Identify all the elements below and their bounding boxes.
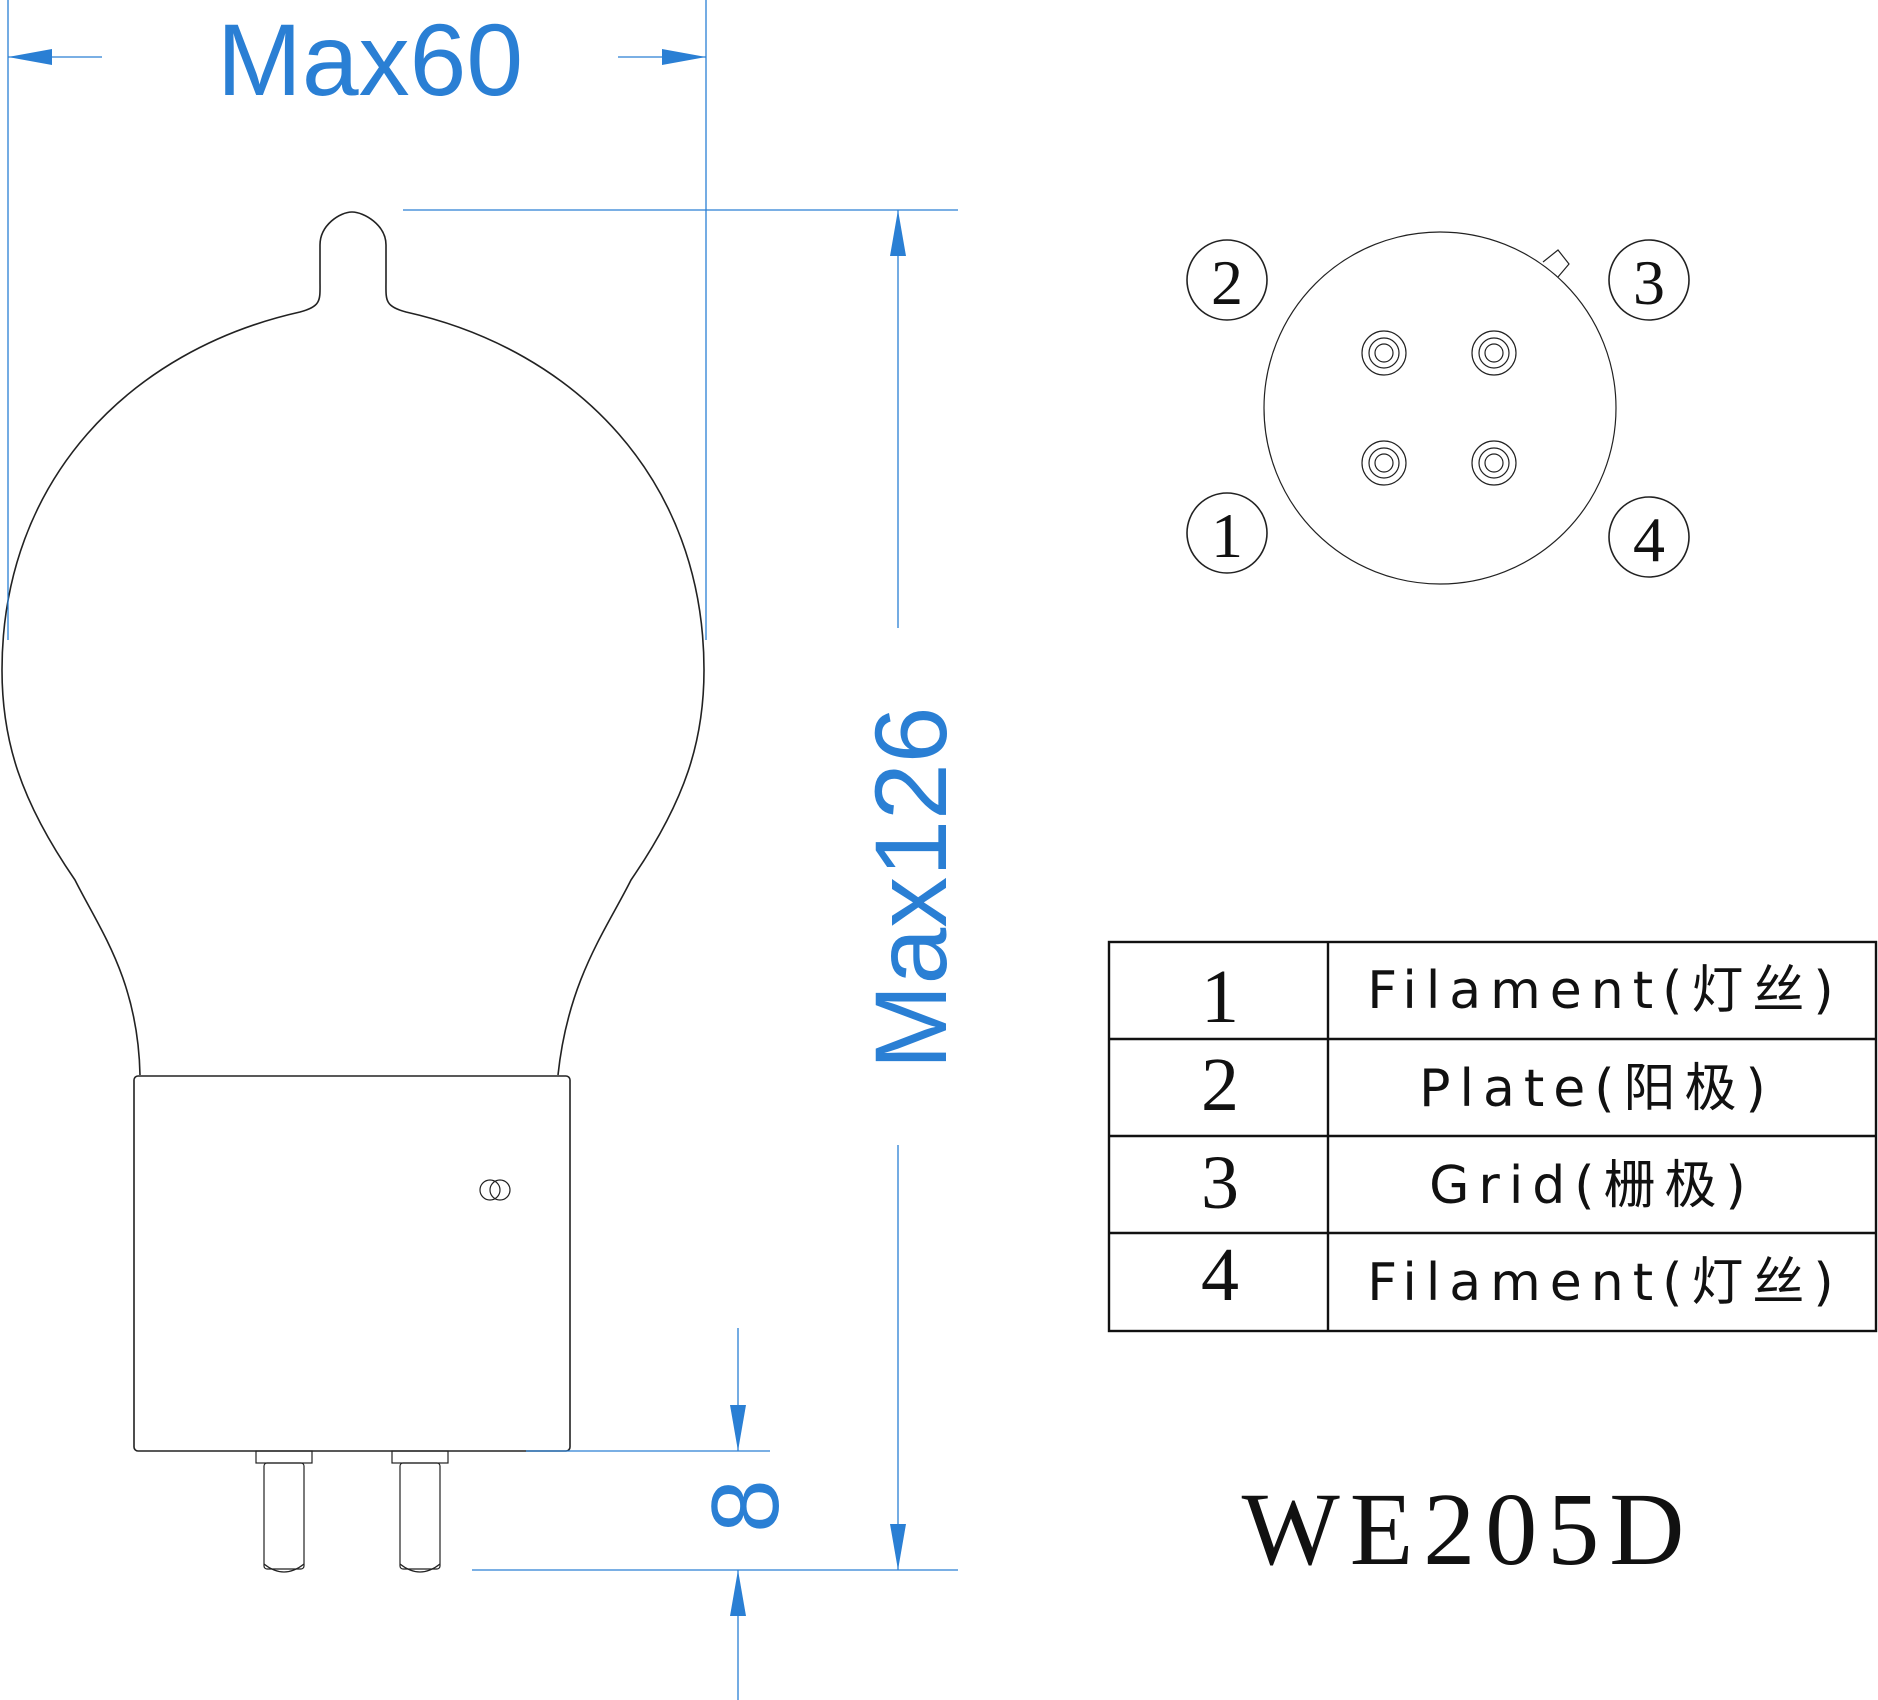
svg-text:1: 1 — [1211, 500, 1243, 571]
table-pin-function: Filament(灯丝) — [1367, 961, 1842, 1021]
base-outline — [1263, 231, 1617, 585]
height-dimension: Max126 — [403, 209, 968, 1571]
svg-text:4: 4 — [1633, 504, 1665, 575]
table-pin-number: 1 — [1201, 955, 1239, 1039]
tube-base — [133, 1075, 571, 1452]
tube-pin-right — [391, 1450, 449, 1573]
base-bottom-view: 2 3 1 4 — [1186, 231, 1690, 585]
table-pin-number: 2 — [1201, 1043, 1239, 1127]
pin-length-label: 8 — [692, 1479, 799, 1532]
tube-pin-left — [255, 1450, 313, 1573]
width-label: Max60 — [217, 3, 523, 117]
table-row: 1 Filament(灯丝) — [1201, 955, 1842, 1039]
pin-marker-1: 1 — [1186, 492, 1268, 574]
pin-length-dimension: 8 — [526, 1328, 799, 1700]
table-row: 4 Filament(灯丝) — [1201, 1233, 1842, 1317]
height-label: Max126 — [854, 707, 968, 1070]
pin-function-table: 1 Filament(灯丝) 2 Plate(阳极) 3 Grid(栅极) 4 … — [1107, 940, 1878, 1333]
svg-text:3: 3 — [1633, 247, 1665, 318]
table-pin-number: 4 — [1201, 1233, 1239, 1317]
pin-marker-2: 2 — [1186, 239, 1268, 321]
table-pin-function: Grid(栅极) — [1429, 1156, 1755, 1216]
pin-marker-4: 4 — [1608, 496, 1690, 578]
bayonet-pin — [479, 1179, 511, 1201]
glass-envelope — [1, 211, 705, 1076]
base-key — [1542, 249, 1570, 278]
table-pin-function: Filament(灯丝) — [1367, 1253, 1842, 1313]
pin-socket-4 — [1471, 440, 1517, 486]
tube-side-view — [1, 211, 705, 1573]
model-name: WE205D — [1242, 1472, 1695, 1587]
table-pin-function: Plate(阳极) — [1419, 1059, 1775, 1119]
table-row: 3 Grid(栅极) — [1201, 1141, 1755, 1225]
pin-marker-3: 3 — [1608, 239, 1690, 321]
pin-socket-3 — [1471, 330, 1517, 376]
svg-text:2: 2 — [1211, 247, 1243, 318]
pin-socket-1 — [1361, 440, 1407, 486]
pin-socket-2 — [1361, 330, 1407, 376]
width-dimension: Max60 — [7, 0, 707, 640]
table-pin-number: 3 — [1201, 1141, 1239, 1225]
table-row: 2 Plate(阳极) — [1201, 1043, 1775, 1127]
